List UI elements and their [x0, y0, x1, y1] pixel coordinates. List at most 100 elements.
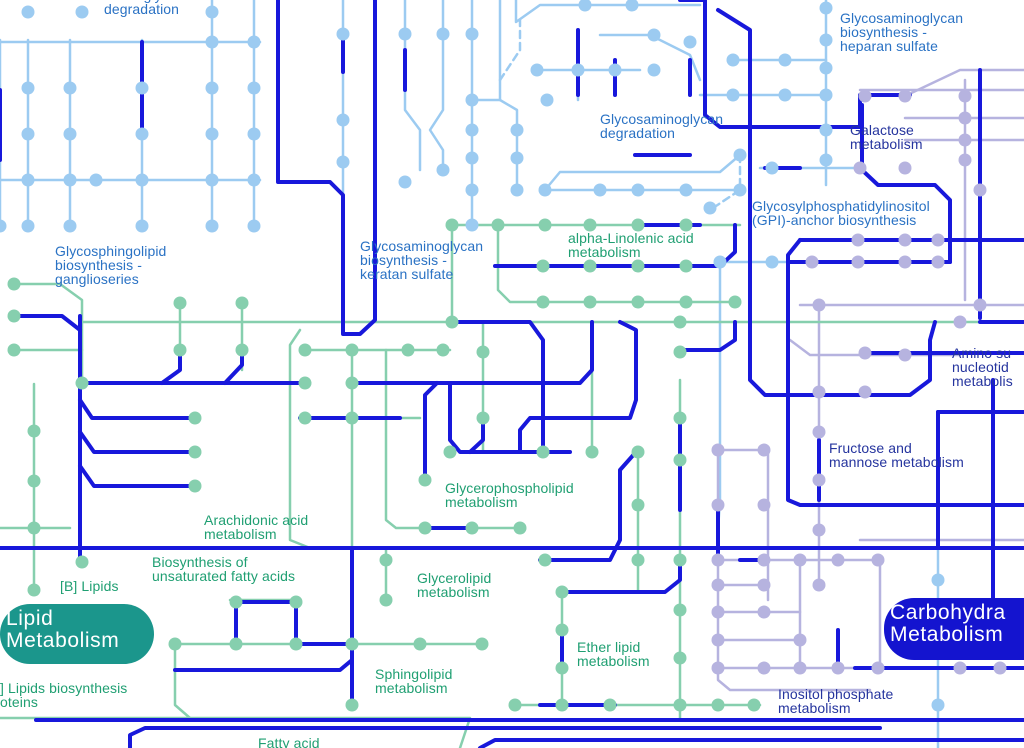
- compound-node-gr-69[interactable]: [673, 553, 687, 567]
- compound-node-lb-39[interactable]: [465, 218, 479, 232]
- compound-node-lb-21[interactable]: [135, 219, 149, 233]
- compound-node-gr-34[interactable]: [583, 259, 597, 273]
- compound-node-gr-19[interactable]: [298, 411, 312, 425]
- compound-node-gr-35[interactable]: [631, 259, 645, 273]
- label-other-glycan-degradation[interactable]: Other glycan degradation: [104, 0, 184, 17]
- pathway-line-galactose-top[interactable]: [903, 68, 1024, 98]
- compound-node-gr-17[interactable]: [298, 376, 312, 390]
- label-galactose-metabolism[interactable]: Galactose metabolism: [850, 122, 923, 152]
- compound-node-gr-42[interactable]: [673, 315, 687, 329]
- compound-node-lb-51[interactable]: [683, 35, 697, 49]
- compound-node-lb-55[interactable]: [778, 88, 792, 102]
- compound-node-pu-23[interactable]: [757, 498, 771, 512]
- compound-node-gr-62[interactable]: [555, 698, 569, 712]
- pathway-line-lipid-branch-d[interactable]: [78, 430, 197, 454]
- compound-node-lb-54[interactable]: [778, 53, 792, 67]
- compound-node-gr-27[interactable]: [27, 583, 41, 597]
- label-glycerophospholipid[interactable]: Glycerophospholipid metabolism: [445, 480, 574, 510]
- compound-node-lb-69[interactable]: [765, 161, 779, 175]
- compound-node-pu-44[interactable]: [898, 255, 912, 269]
- compound-node-gr-15[interactable]: [401, 343, 415, 357]
- pathway-line-gag-deg-g[interactable]: [598, 33, 702, 82]
- compound-node-pu-41[interactable]: [993, 661, 1007, 675]
- compound-node-lb-42[interactable]: [510, 183, 524, 197]
- pathway-line-lipid-branch-f[interactable]: [160, 348, 182, 385]
- compound-node-gr-55[interactable]: [413, 637, 427, 651]
- pathway-line-keratan-trunk[interactable]: [276, 0, 377, 336]
- pathway-line-glycerophos-a[interactable]: [450, 320, 545, 454]
- compound-node-gr-44[interactable]: [379, 553, 393, 567]
- label-inositol-phosphate[interactable]: Inositol phosphate metabolism: [778, 686, 894, 716]
- pathway-line-glycerophos-e[interactable]: [518, 320, 638, 452]
- label-unsaturated-fatty-acids[interactable]: Biosynthesis of unsaturated fatty acids: [152, 554, 296, 584]
- compound-node-gr-39[interactable]: [631, 295, 645, 309]
- compound-node-pu-4[interactable]: [958, 133, 972, 147]
- compound-node-lb-47[interactable]: [647, 63, 661, 77]
- compound-node-gr-23[interactable]: [188, 479, 202, 493]
- compound-node-gr-20[interactable]: [345, 411, 359, 425]
- compound-node-pu-2[interactable]: [958, 89, 972, 103]
- compound-node-lb-44[interactable]: [530, 63, 544, 77]
- compound-node-gr-63[interactable]: [603, 698, 617, 712]
- compound-node-pu-33[interactable]: [711, 633, 725, 647]
- compound-node-lb-19[interactable]: [21, 219, 35, 233]
- compound-node-pu-16[interactable]: [812, 425, 826, 439]
- compound-node-lb-15[interactable]: [135, 173, 149, 187]
- compound-node-lb-14[interactable]: [89, 173, 103, 187]
- compound-node-gr-2[interactable]: [538, 218, 552, 232]
- compound-node-lb-36[interactable]: [465, 123, 479, 137]
- compound-node-gr-25[interactable]: [27, 474, 41, 488]
- compound-node-lb-27[interactable]: [336, 27, 350, 41]
- compound-node-lb-3[interactable]: [63, 81, 77, 95]
- compound-node-pu-40[interactable]: [953, 661, 967, 675]
- compound-node-pu-19[interactable]: [812, 578, 826, 592]
- compound-node-lb-0[interactable]: [21, 5, 35, 19]
- pathway-line-lipid-bottom[interactable]: [0, 716, 472, 748]
- compound-node-lb-70[interactable]: [765, 255, 779, 269]
- compound-node-gr-7[interactable]: [7, 309, 21, 323]
- compound-node-lb-60[interactable]: [819, 123, 833, 137]
- compound-node-lb-25[interactable]: [205, 5, 219, 19]
- compound-node-lb-40[interactable]: [510, 123, 524, 137]
- compound-node-lb-45[interactable]: [571, 63, 585, 77]
- pathway-line-keratan-col-c[interactable]: [428, 0, 445, 172]
- compound-node-lb-68[interactable]: [733, 148, 747, 162]
- compound-node-gr-46[interactable]: [418, 521, 432, 535]
- compound-node-lb-66[interactable]: [733, 183, 747, 197]
- compound-node-lb-2[interactable]: [21, 81, 35, 95]
- compound-node-lb-26[interactable]: [247, 35, 261, 49]
- compound-node-lb-7[interactable]: [21, 127, 35, 141]
- pathway-line-gag-deg-b[interactable]: [470, 98, 519, 192]
- compound-node-pu-3[interactable]: [958, 111, 972, 125]
- lipid-metabolism-region[interactable]: Lipid Metabolism: [0, 604, 154, 664]
- compound-node-lb-16[interactable]: [205, 173, 219, 187]
- compound-node-lb-57[interactable]: [819, 33, 833, 47]
- label-fructose-mannose[interactable]: Fructose and mannose metabolism: [829, 440, 964, 470]
- compound-node-lb-32[interactable]: [436, 27, 450, 41]
- pathway-line-gpi-route[interactable]: [786, 238, 1024, 507]
- compound-node-lb-64[interactable]: [631, 183, 645, 197]
- compound-node-gr-26[interactable]: [27, 521, 41, 535]
- label-b-lipids[interactable]: [B] Lipids: [60, 578, 119, 594]
- compound-node-gr-21[interactable]: [188, 411, 202, 425]
- compound-node-gr-14[interactable]: [345, 343, 359, 357]
- pathway-line-gag-deg-i[interactable]: [543, 153, 742, 192]
- compound-node-pu-0[interactable]: [858, 89, 872, 103]
- label-amino-sugar-nucleotide[interactable]: Amino su nucleotid metabolis: [952, 345, 1013, 389]
- compound-node-lb-33[interactable]: [436, 163, 450, 177]
- compound-node-lb-49[interactable]: [578, 0, 592, 12]
- compound-node-pu-38[interactable]: [831, 661, 845, 675]
- compound-node-lb-22[interactable]: [205, 219, 219, 233]
- compound-node-gr-70[interactable]: [673, 603, 687, 617]
- label-gpi-anchor-biosynthesis[interactable]: Glycosylphosphatidylinositol (GPI)-ancho…: [752, 198, 930, 228]
- pathway-line-keratan-col-b[interactable]: [403, 0, 422, 172]
- pathway-line-lipid-mid-frame[interactable]: [288, 328, 312, 550]
- label-fatty-acid[interactable]: Fatty acid: [258, 735, 320, 748]
- compound-node-gr-10[interactable]: [235, 296, 249, 310]
- compound-node-lb-24[interactable]: [205, 35, 219, 49]
- compound-node-pu-27[interactable]: [831, 553, 845, 567]
- compound-node-lb-61[interactable]: [819, 153, 833, 167]
- compound-node-gr-28[interactable]: [75, 376, 89, 390]
- compound-node-lb-1[interactable]: [75, 5, 89, 19]
- compound-node-pu-30[interactable]: [757, 578, 771, 592]
